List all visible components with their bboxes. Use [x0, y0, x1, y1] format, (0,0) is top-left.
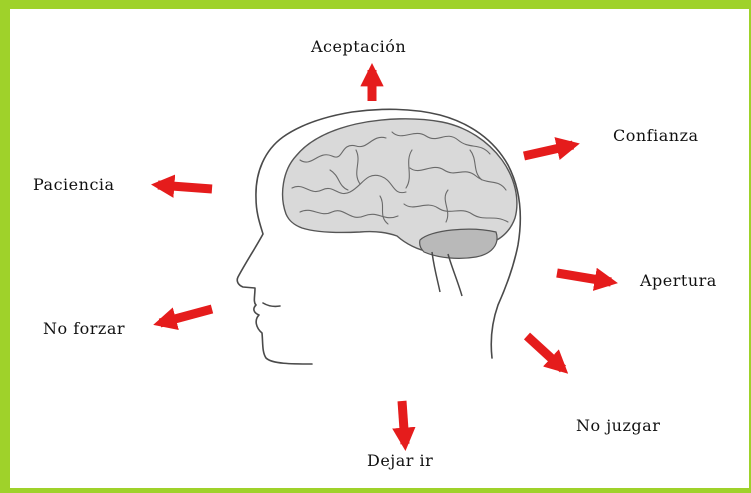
label-no-juzgar: No juzgar	[576, 416, 660, 435]
label-apertura: Apertura	[640, 271, 717, 290]
label-no-forzar: No forzar	[43, 319, 125, 338]
label-confianza: Confianza	[613, 126, 699, 145]
label-dejar-ir: Dejar ir	[367, 451, 433, 470]
arrow-icon	[158, 185, 212, 189]
label-paciencia: Paciencia	[33, 175, 115, 194]
arrow-icon	[160, 309, 212, 323]
arrow-icon	[402, 401, 405, 444]
label-aceptacion: Aceptación	[311, 37, 406, 56]
arrow-icon	[527, 336, 563, 369]
arrow-icon	[524, 145, 573, 156]
brain-icon	[283, 119, 517, 296]
arrow-icon	[557, 273, 611, 282]
